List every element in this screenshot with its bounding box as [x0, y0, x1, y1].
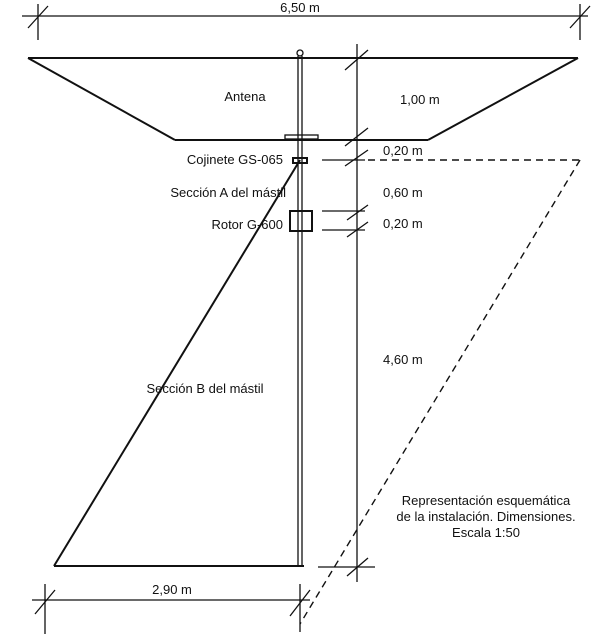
antenna-label: Antena — [224, 89, 266, 104]
section-b-length-label: 4,60 m — [383, 352, 423, 367]
rotor-label: Rotor G-600 — [211, 217, 283, 232]
height-dimensions: 1,00 m 0,20 m 0,60 m 0,20 m 4,60 m — [299, 44, 582, 625]
section-a-length-label: 0,60 m — [383, 185, 423, 200]
antenna-height-label: 1,00 m — [400, 92, 440, 107]
total-width-dimension: 6,50 m — [22, 0, 591, 40]
caption-note: Representación esquemática de la instala… — [396, 493, 575, 540]
base-width-dimension: 2,90 m — [32, 582, 311, 634]
note-line-2: de la instalación. Dimensiones. — [396, 509, 575, 524]
base-width-label: 2,90 m — [152, 582, 192, 597]
rotor-length-label: 0,20 m — [383, 216, 423, 231]
section-a-label: Sección A del mástil — [170, 185, 286, 200]
section-b-label: Sección B del mástil — [146, 381, 263, 396]
note-line-1: Representación esquemática — [402, 493, 571, 508]
rotor-shape — [289, 210, 313, 232]
total-width-label: 6,50 m — [280, 0, 320, 15]
bearing-shape — [292, 157, 308, 164]
antenna-shape — [27, 57, 579, 141]
note-line-3: Escala 1:50 — [452, 525, 520, 540]
section-b-triangle — [53, 159, 304, 567]
plate-bearing-label: 0,20 m — [383, 143, 423, 158]
bearing-label: Cojinete GS-065 — [187, 152, 283, 167]
mast — [289, 49, 313, 566]
